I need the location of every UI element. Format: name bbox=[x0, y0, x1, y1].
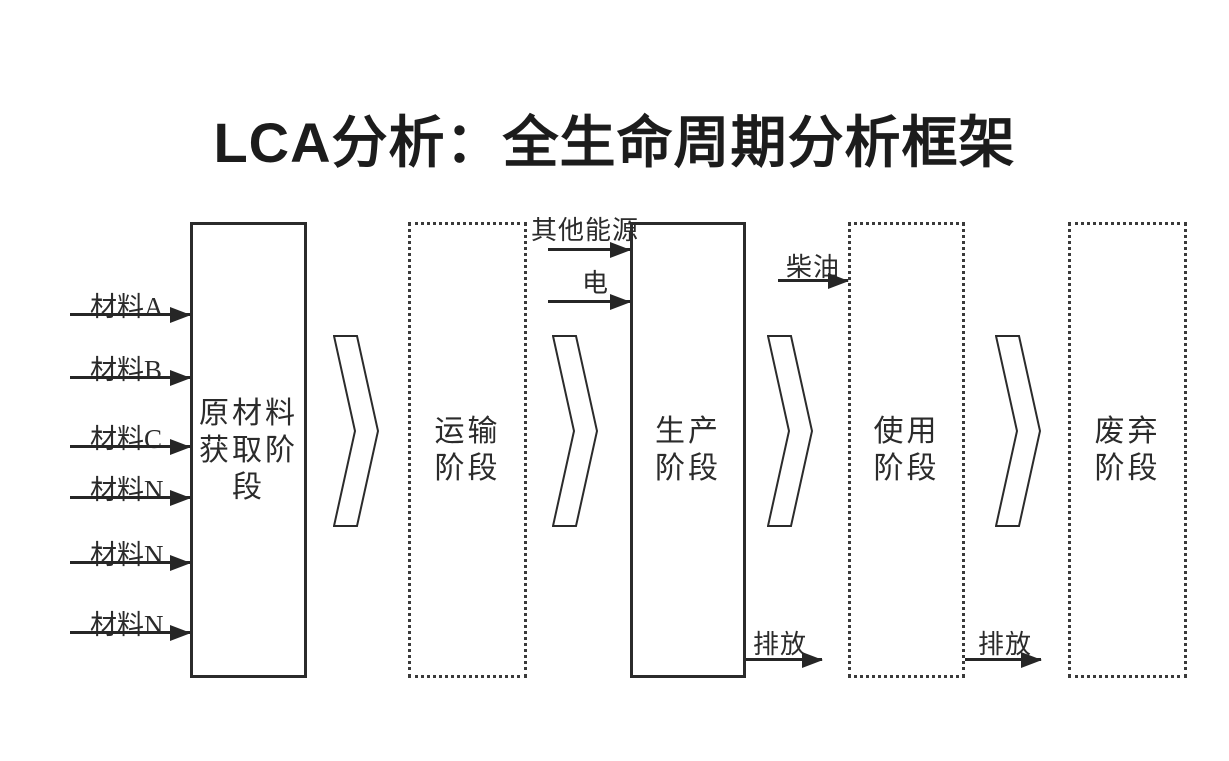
stage-label: 生产 阶段 bbox=[655, 415, 721, 485]
energy-input-arrow bbox=[778, 272, 849, 289]
material-input-arrow bbox=[70, 369, 191, 386]
stage-label: 运输 阶段 bbox=[434, 415, 501, 485]
material-input-label: 材料N bbox=[90, 475, 164, 505]
chevron-right-icon bbox=[552, 335, 599, 527]
emission-arrow bbox=[746, 651, 823, 668]
material-input-arrow bbox=[70, 554, 191, 571]
stage-box-disposal: 废弃 阶段 bbox=[1068, 222, 1187, 678]
chevron-right-icon bbox=[333, 335, 380, 527]
energy-input-label: 电 bbox=[582, 269, 610, 298]
stage-box-use: 使用 阶段 bbox=[848, 222, 965, 678]
material-input-arrow bbox=[70, 438, 191, 455]
material-input-arrow bbox=[70, 624, 191, 641]
material-input-label: 材料C bbox=[90, 424, 163, 454]
energy-input-label: 其他能源 bbox=[531, 216, 640, 245]
material-input-label: 材料A bbox=[90, 292, 164, 322]
stage-box-production: 生产 阶段 bbox=[630, 222, 746, 678]
stage-label: 原材料 获取阶 段 bbox=[199, 396, 298, 504]
material-input-label: 材料N bbox=[90, 540, 164, 570]
material-input-arrow bbox=[70, 306, 191, 323]
chevron-right-icon bbox=[995, 335, 1042, 527]
energy-input-arrow bbox=[548, 293, 631, 310]
stage-box-transport: 运输 阶段 bbox=[408, 222, 527, 678]
material-input-arrow bbox=[70, 489, 191, 506]
chevron-right-icon bbox=[767, 335, 814, 527]
stage-label: 废弃 阶段 bbox=[1094, 415, 1161, 485]
stage-label: 使用 阶段 bbox=[873, 415, 940, 485]
emission-label: 排放 bbox=[753, 630, 808, 659]
material-input-label: 材料N bbox=[90, 610, 164, 640]
page-title: LCA分析：全生命周期分析框架 bbox=[213, 111, 1016, 174]
energy-input-arrow bbox=[548, 241, 631, 258]
stage-box-raw-material: 原材料 获取阶 段 bbox=[190, 222, 307, 678]
material-input-label: 材料B bbox=[90, 355, 163, 385]
emission-arrow bbox=[965, 651, 1042, 668]
